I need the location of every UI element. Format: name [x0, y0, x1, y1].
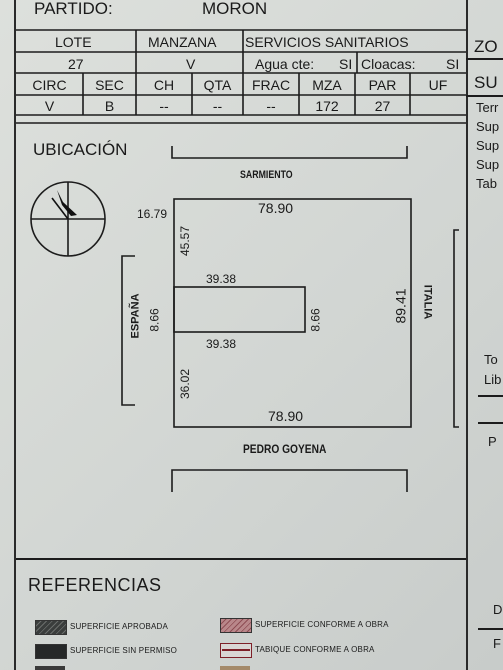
cloacas-value: SI — [446, 56, 460, 72]
right-row-4: Sup — [476, 157, 500, 172]
location-sketch — [16, 122, 466, 492]
dim-lot-right: 8.66 — [308, 308, 323, 332]
legend-label-conforme: SUPERFICIE CONFORME A OBRA — [255, 620, 389, 629]
legend-label-aprobada: SUPERFICIE APROBADA — [70, 622, 169, 631]
legend-swatch-conforme — [220, 618, 252, 633]
partido-value: MORON — [202, 0, 268, 18]
servicios-label: SERVICIOS SANITARIOS — [245, 34, 409, 50]
street-south: PEDRO GOYENA — [243, 442, 327, 456]
right-row-2: Sup — [476, 119, 500, 134]
col-qta: QTA — [203, 77, 232, 93]
right-row-3: Sup — [476, 138, 500, 153]
zone-label-clipped: ZO — [474, 37, 498, 56]
right-column-border — [466, 0, 468, 670]
legend-swatch-clipped-right — [220, 666, 250, 670]
left-border — [14, 0, 16, 670]
col-ch: CH — [153, 77, 175, 93]
right-row-5: Tab — [476, 176, 497, 191]
col-mza: MZA — [312, 77, 342, 93]
col-sec: SEC — [95, 77, 124, 93]
legend-tabique-stroke — [222, 649, 250, 651]
col-circ: CIRC — [32, 77, 67, 93]
manzana-label: MANZANA — [148, 34, 217, 50]
dim-lot-top: 39.38 — [206, 272, 237, 286]
right-panel-line-5 — [478, 628, 503, 630]
lote-value: 27 — [68, 56, 84, 72]
legend-swatch-clipped-left — [35, 666, 65, 670]
legend-label-tabique: TABIQUE CONFORME A OBRA — [255, 645, 375, 654]
ubicacion-label: UBICACIÓN — [33, 140, 128, 159]
agua-value: SI — [339, 56, 353, 72]
dim-top: 78.90 — [258, 200, 294, 216]
referencias-title: REFERENCIAS — [28, 575, 162, 595]
right-f-label: F — [493, 636, 501, 651]
val-circ: V — [44, 98, 55, 114]
agua-label: Agua cte: — [255, 56, 315, 72]
cadastral-table-grid — [16, 29, 466, 116]
legend-swatch-aprobada — [35, 620, 67, 635]
dim-lot-bottom: 39.38 — [206, 337, 237, 351]
col-uf: UF — [428, 77, 448, 93]
dim-lot-left: 8.66 — [147, 308, 162, 332]
right-panel-line-4 — [478, 422, 503, 424]
partido-label: PARTIDO: — [34, 0, 113, 18]
val-par: 27 — [374, 98, 391, 114]
right-panel-top-line — [466, 58, 503, 60]
street-north: SARMIENTO — [240, 169, 293, 181]
right-su-label: SU — [474, 73, 498, 92]
referencias-top-line — [16, 558, 466, 560]
legend-label-sin-permiso: SUPERFICIE SIN PERMISO — [70, 646, 178, 655]
manzana-value: V — [186, 56, 196, 72]
right-lib-label: Lib — [484, 372, 502, 387]
val-sec: B — [104, 98, 115, 114]
right-row-1: Terr — [476, 100, 499, 115]
right-panel-line-3 — [478, 395, 503, 397]
col-par: PAR — [368, 77, 397, 93]
dim-upper-left: 45.57 — [178, 225, 193, 257]
dim-bottom: 78.90 — [268, 408, 304, 424]
col-frac: FRAC — [251, 77, 291, 93]
val-frac: -- — [266, 98, 276, 114]
street-west: ESPAÑA — [129, 293, 142, 339]
right-d-label: D — [493, 602, 503, 617]
street-east: ITALIA — [421, 284, 434, 320]
legend-swatch-sin-permiso — [35, 644, 67, 659]
dim-lower-left: 36.02 — [178, 368, 193, 400]
lote-label: LOTE — [55, 34, 92, 50]
right-p-label: P — [488, 434, 497, 449]
right-panel-line-2 — [466, 95, 503, 97]
cloacas-label: Cloacas: — [361, 56, 416, 72]
right-to-label: To — [484, 352, 498, 367]
dim-right: 89.41 — [392, 288, 409, 324]
val-ch: -- — [159, 98, 169, 114]
val-qta: -- — [212, 98, 223, 114]
val-mza: 172 — [315, 98, 339, 114]
dim-corner: 16.79 — [137, 207, 168, 221]
